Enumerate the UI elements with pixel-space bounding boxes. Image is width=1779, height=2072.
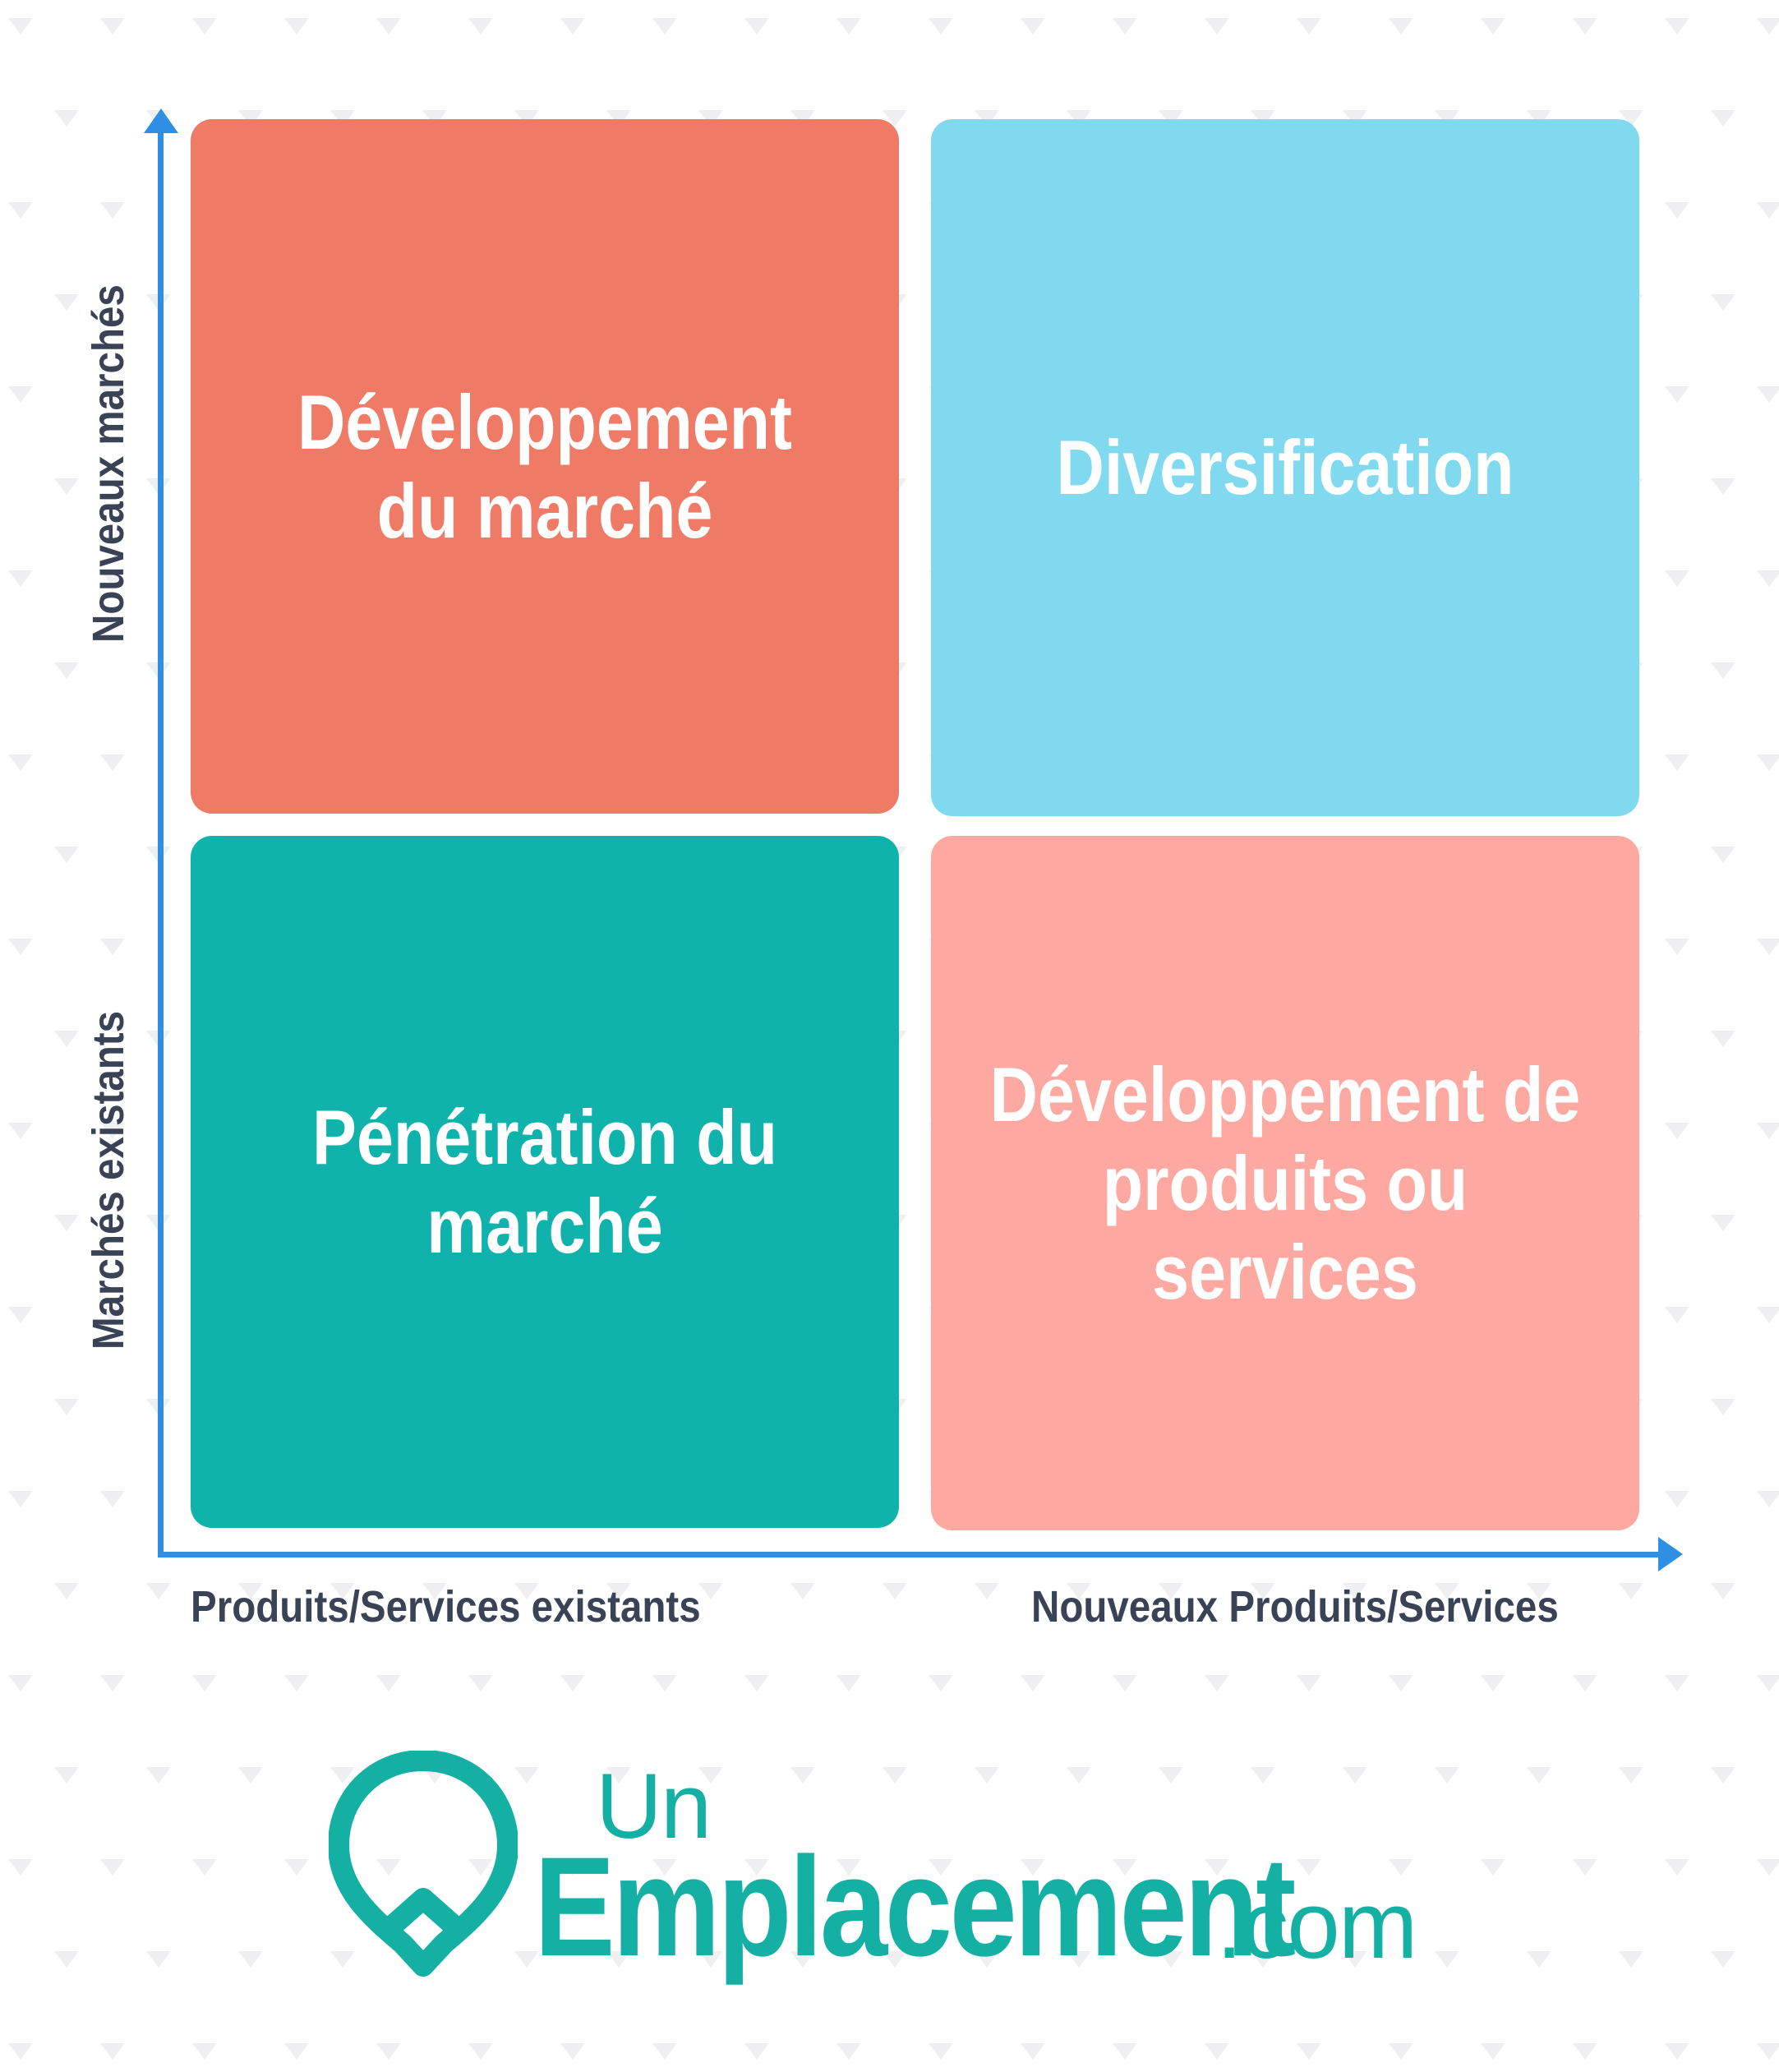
- quadrant-market-penetration: Pénétration du marché: [191, 836, 899, 1528]
- quadrant-product-development-label: Développement de produits ou services: [989, 1050, 1581, 1315]
- x-axis-arrow: [1658, 1537, 1683, 1571]
- quadrant-diversification: Diversification: [931, 119, 1639, 816]
- unemplacement-logo: Un Emplacement .com: [329, 1742, 1446, 1989]
- quadrant-product-development: Développement de produits ou services: [931, 836, 1639, 1530]
- y-axis-line: [158, 132, 164, 1557]
- y-axis-arrow: [144, 108, 178, 133]
- x-axis-label-new-products: Nouveaux Produits/Services: [1031, 1582, 1559, 1631]
- logo-suffix-text: .com: [1216, 1871, 1417, 1978]
- quadrant-market-development-label: Développement du marché: [297, 378, 792, 554]
- y-axis-label-new-markets: Nouveaux marchés: [84, 284, 133, 643]
- location-pin-icon: [329, 1751, 518, 1977]
- logo-name-text: Emplacement: [534, 1828, 1296, 1986]
- y-axis-label-existing-markets: Marchés existants: [84, 1010, 133, 1350]
- logo-prefix-text: Un: [596, 1755, 712, 1857]
- quadrant-market-penetration-label: Pénétration du marché: [312, 1094, 777, 1269]
- x-axis-line: [158, 1552, 1661, 1557]
- quadrant-market-development: Développement du marché: [191, 119, 899, 814]
- x-axis-label-existing-products: Produits/Services existants: [191, 1582, 701, 1631]
- quadrant-diversification-label: Diversification: [1056, 424, 1514, 510]
